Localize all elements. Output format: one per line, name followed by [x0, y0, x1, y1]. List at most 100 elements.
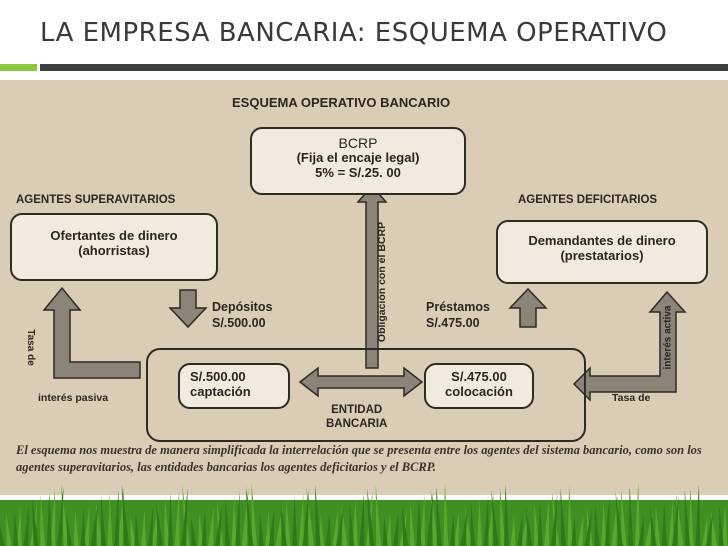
grass-blade [517, 512, 523, 546]
grass-blade [66, 514, 73, 546]
entidad-line1: ENTIDAD [331, 404, 383, 416]
grass-blade [298, 493, 304, 546]
grass-blade [621, 489, 627, 546]
grass-blade [420, 495, 425, 546]
grass-blade [114, 490, 119, 546]
grass-blade [577, 513, 584, 546]
grass-blade [147, 506, 154, 546]
bcrp-reserve: 5% = S/.25. 00 [315, 165, 401, 181]
prestamos-amount: S/.475.00 [426, 315, 480, 330]
grass-blade [336, 506, 344, 546]
colocacion-amount: S/.475.00 [451, 369, 507, 384]
grass-blade [168, 494, 173, 546]
grass-blade [393, 510, 399, 546]
grass-blade [280, 502, 287, 546]
superavitarios-box-line2: (ahorristas) [78, 242, 150, 258]
grass-blade [201, 510, 207, 546]
tasa-pasiva-part2: interés pasiva [38, 392, 109, 404]
bank-flow-arrow [298, 366, 424, 398]
diagram-heading: ESQUEMA OPERATIVO BANCARIO [232, 95, 451, 110]
slide-title: LA EMPRESA BANCARIA: ESQUEMA OPERATIVO [40, 18, 668, 48]
grass-blade [13, 510, 19, 546]
deficitarios-box-line2: (prestatarios) [560, 247, 644, 263]
bcrp-role: (Fija el encaje legal) [296, 150, 420, 166]
prestamos-title: Préstamos [426, 300, 490, 314]
grass-blade [80, 508, 86, 546]
grass-blade [141, 509, 146, 546]
grass-blade [23, 504, 29, 546]
superavitarios-box: Ofertantes de dinero (ahorristas) [10, 213, 218, 281]
grass-blade [325, 512, 331, 546]
grass-blade [174, 491, 180, 546]
grass-blade [231, 495, 237, 546]
grass-blade [537, 500, 543, 546]
grass-blade [164, 497, 170, 546]
grass-blade [436, 486, 442, 546]
deficitarios-box-line1: Demandantes de dinero [528, 233, 676, 248]
grass-blade [90, 502, 99, 546]
grass-blade [615, 492, 623, 546]
grass-blade [628, 486, 634, 546]
grass-blade [477, 499, 482, 546]
grass-blade [46, 492, 52, 546]
tasa-activa-part2: interés activa [662, 305, 674, 370]
grass-blade [550, 494, 558, 546]
grass-blade [594, 504, 600, 546]
grass-blade [702, 515, 708, 546]
grass-blade [121, 484, 130, 546]
grass-blade [319, 515, 325, 546]
grass-blade [190, 516, 197, 546]
grass-blade [6, 513, 12, 546]
grass-blade [198, 513, 203, 546]
grass-blade [450, 514, 455, 546]
grass-blade [601, 501, 607, 546]
grass-blade [695, 484, 701, 546]
grass-blade [107, 493, 113, 546]
grass-blade [258, 514, 264, 546]
grass-decoration [0, 483, 728, 546]
captacion-amount: S/.500.00 [190, 369, 246, 384]
grass-blade [40, 495, 46, 546]
deficitarios-label: AGENTES DEFICITARIOS [518, 194, 658, 206]
grass-blade [181, 488, 188, 546]
grass-blade [401, 504, 409, 546]
grass-blade [57, 486, 64, 546]
grass-blade [655, 505, 661, 546]
grass-blade [460, 508, 468, 546]
depositos-title: Depósitos [212, 300, 273, 314]
grass-blade [225, 498, 230, 546]
bcrp-box: BCRP (Fija el encaje legal) 5% = S/.25. … [250, 127, 466, 195]
grass-blade [265, 511, 271, 546]
grass-blade [32, 498, 39, 546]
colocacion-box: S/.475.00 colocación [424, 363, 534, 409]
grass-blade [245, 486, 254, 546]
grass-blade [16, 507, 22, 546]
grass-blade [359, 494, 365, 546]
grass-blade [352, 497, 358, 546]
grass-blade [332, 509, 338, 546]
grass-blade [409, 501, 415, 546]
entidad-bancaria-box [146, 348, 586, 442]
superavitarios-box-line1: Ofertantes de dinero [50, 228, 178, 243]
grass-blade [567, 485, 573, 546]
grass-blade [534, 503, 539, 546]
grass-blade [73, 511, 79, 546]
grass-blade [650, 508, 657, 546]
captacion-box: S/.500.00 captación [178, 363, 290, 409]
diagram-caption: El esquema nos muestra de manera simplif… [16, 443, 702, 474]
grass-blade [285, 499, 291, 546]
entidad-line2: BANCARIA [326, 417, 388, 430]
grass-blade [214, 504, 223, 546]
accent-bar [0, 64, 37, 71]
grass-blade [661, 502, 667, 546]
grass-blade [525, 506, 533, 546]
grass-blade [208, 507, 214, 546]
title-underline-bar [40, 64, 728, 71]
grass-blade [604, 498, 610, 546]
grass-blade [130, 515, 136, 546]
grass-blade [84, 505, 90, 546]
obligacion-label: Obligación con el BCRP [376, 221, 388, 343]
grass-blade [499, 487, 506, 546]
grass-blade [634, 483, 640, 546]
tasa-activa-part1: Tasa de [612, 392, 651, 404]
